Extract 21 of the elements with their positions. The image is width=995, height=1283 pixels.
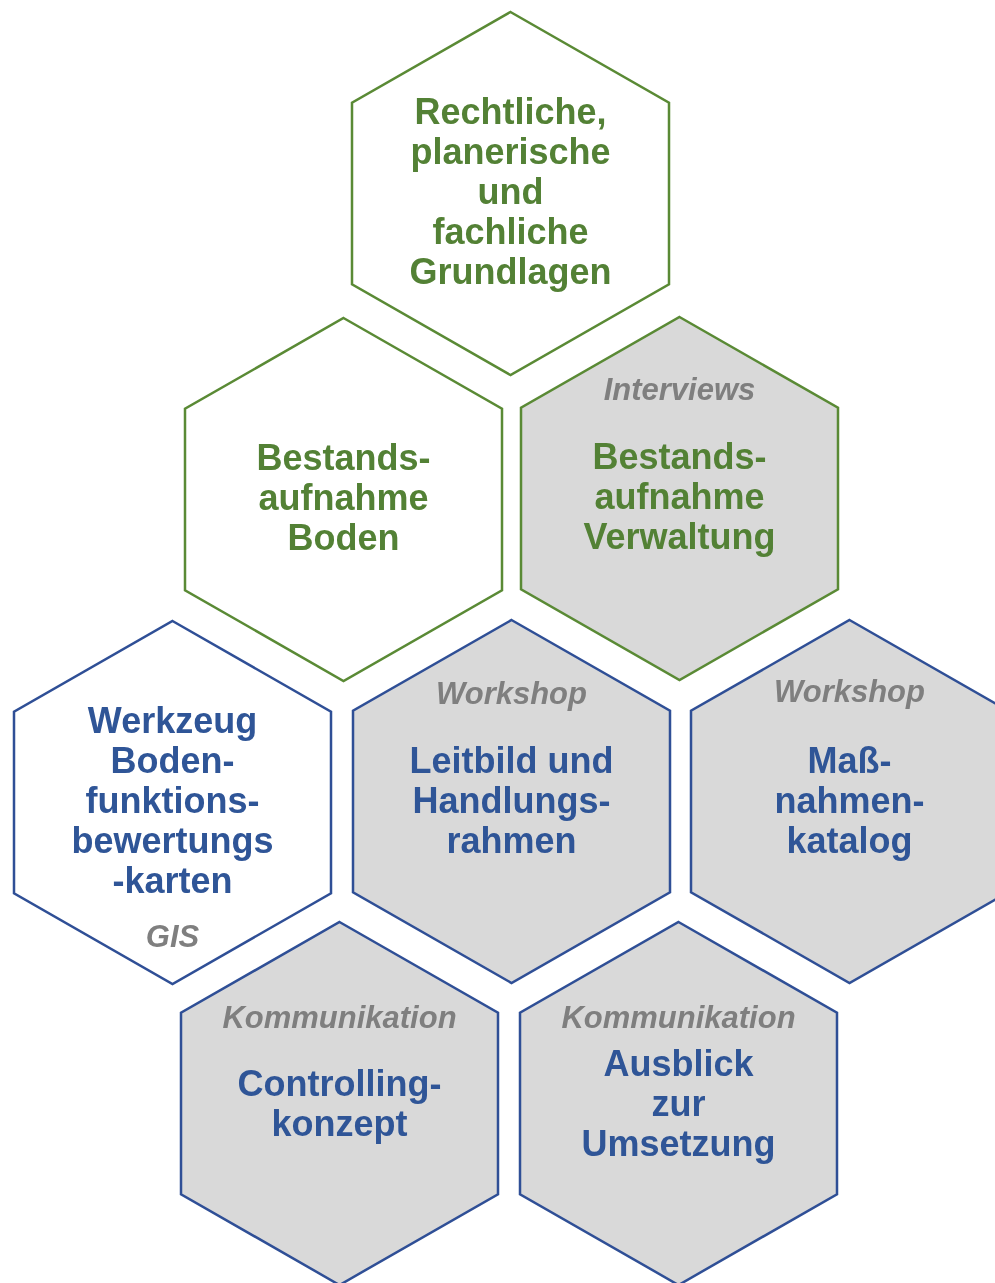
- method-tag: Kommunikation: [561, 1000, 796, 1036]
- hexagon: [352, 12, 669, 375]
- method-tag: Workshop: [436, 676, 587, 712]
- hexagon-label: Bestands- aufnahme Boden: [255, 438, 432, 558]
- hexagon-label: Rechtliche, planerische und fachliche Grundlagen: [408, 92, 613, 292]
- hexagon-label: Controlling- konzept: [236, 1064, 443, 1144]
- hexagon-label: Leitbild und Handlungs- rahmen: [408, 741, 615, 861]
- method-tag: Workshop: [774, 674, 925, 710]
- hexagon: [521, 317, 838, 680]
- hexagon-label: Bestands- aufnahme Verwaltung: [582, 437, 777, 557]
- hexagon: [691, 620, 995, 983]
- hexagon: [14, 621, 331, 984]
- hexagon: [353, 620, 670, 983]
- method-tag: Kommunikation: [222, 1000, 457, 1036]
- hexagon-label: Werkzeug Boden- funktions- bewertungs -karten: [70, 701, 275, 901]
- hexagon: [520, 922, 837, 1283]
- hexagon-label: Ausblick zur Umsetzung: [580, 1044, 777, 1164]
- hexagon: [185, 318, 502, 681]
- method-tag: GIS: [145, 919, 200, 955]
- method-tag: Interviews: [603, 372, 756, 408]
- hexagon-label: Maß- nahmen- katalog: [773, 741, 926, 861]
